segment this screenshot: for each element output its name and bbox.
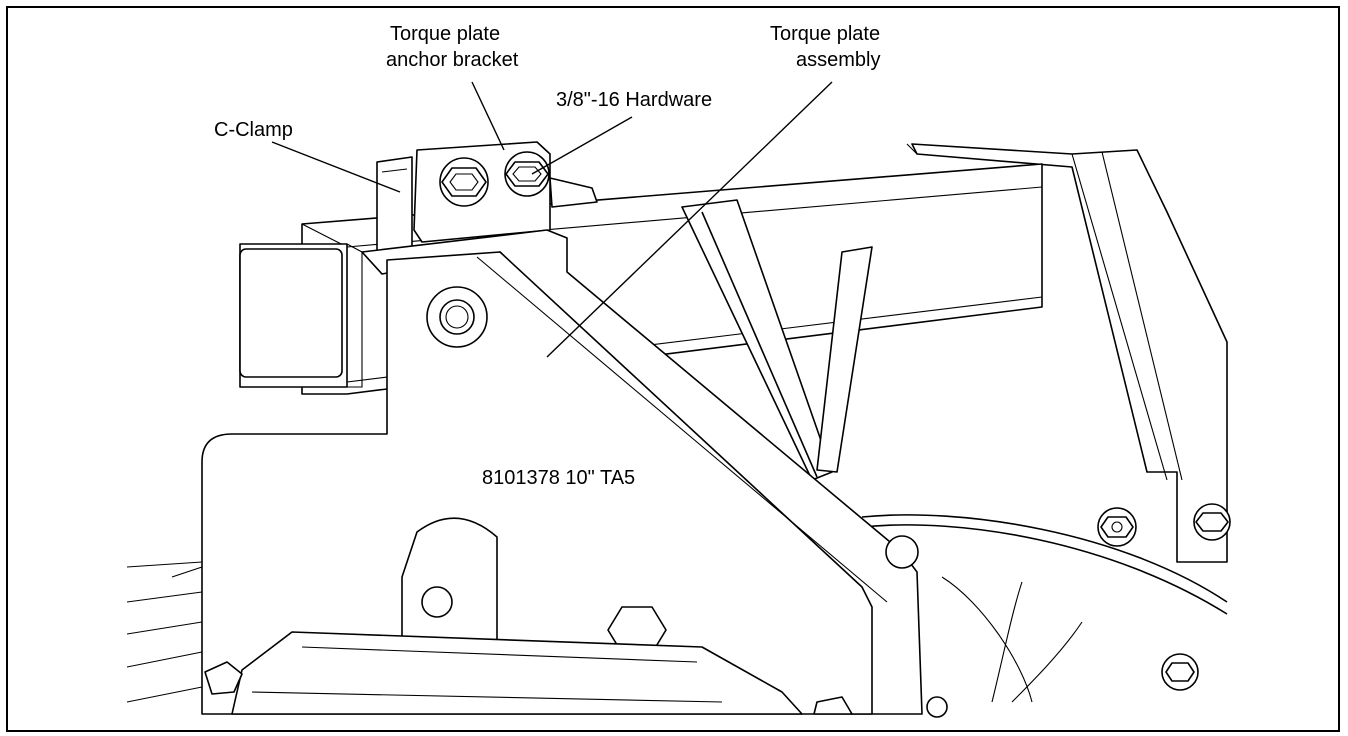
diagonal-struts xyxy=(681,199,873,481)
leader-c-clamp xyxy=(271,141,401,193)
diagram-frame: Torque plate anchor bracket Torque plate… xyxy=(6,6,1340,732)
anchor-bracket xyxy=(413,141,598,243)
callout-torque-plate-assembly-line1: Torque plate xyxy=(770,23,881,45)
leader-hardware xyxy=(531,116,633,175)
torque-plate-assembly-drawing xyxy=(126,81,1231,718)
drum-lines xyxy=(126,561,203,703)
hardware-bolt-right xyxy=(504,151,550,197)
frame-housing xyxy=(906,143,1228,563)
gearbox-housing xyxy=(204,631,948,718)
hardware-bolt-left xyxy=(439,157,489,207)
leader-torque-plate-assembly xyxy=(546,81,833,358)
leader-lines xyxy=(271,81,833,358)
callout-anchor-bracket-line1: Torque plate xyxy=(390,23,501,45)
tube-end-cap xyxy=(239,243,363,388)
callout-c-clamp: C-Clamp xyxy=(214,119,293,141)
callout-hardware: 3/8"-16 Hardware xyxy=(556,89,713,111)
drive-disc xyxy=(861,514,1228,703)
part-marking: 8101378 10" TA5 xyxy=(482,467,636,489)
callout-anchor-bracket-line2: anchor bracket xyxy=(386,49,519,71)
leader-anchor-bracket xyxy=(471,81,505,151)
callout-torque-plate-assembly-line2: assembly xyxy=(796,49,881,71)
torque-plate xyxy=(201,229,923,715)
lower-right-bolts xyxy=(1097,503,1231,691)
